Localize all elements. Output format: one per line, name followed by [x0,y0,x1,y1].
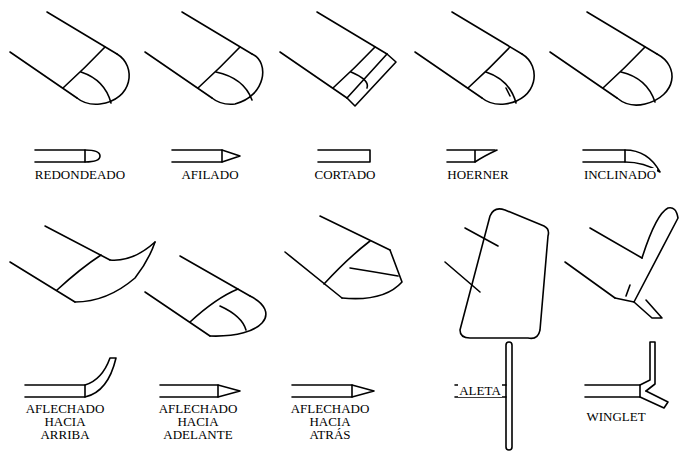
wingtip-label: AFLECHADO HACIA ADELANTE [158,402,239,441]
wingtip-label: REDONDEADO [34,168,126,181]
winglet-tip-line [634,300,662,318]
cut-tip [280,12,396,106]
swept-forward-section [160,385,240,397]
rounded-tip-line [47,12,117,54]
rounded-tip-line [77,54,129,104]
rounded-section [35,150,100,162]
sharp-section-line [172,150,222,162]
drooped-tip-line [621,72,655,102]
swept-back-section [292,385,374,397]
hoerner-section-line [447,150,495,162]
winglet-tip-line [615,208,678,302]
cut-tip-line [333,47,375,88]
endplate-tip [445,209,549,338]
swept-up-section-line [25,385,85,397]
drooped-tip-line [603,47,645,88]
endplate-section-line [506,342,512,450]
sharp-tip-line [145,52,212,98]
swept-back-section-line [352,385,374,397]
wingtip-label: CORTADO [313,168,376,181]
cut-section-line [318,150,370,162]
swept-up-tip-line [75,242,155,302]
sharp-tip [145,12,263,104]
drooped-tip-line [587,12,657,54]
hoerner-tip [415,12,534,104]
drooped-tip-line [550,52,617,98]
hoerner-section-line [475,150,497,162]
rounded-tip-line [81,72,111,103]
swept-up-section-line [85,358,116,397]
hoerner-tip-line [452,12,522,54]
swept-forward-tip-line [180,256,250,296]
rounded-section-line [35,150,85,162]
endplate-tip-line [465,228,498,246]
wingtip-label: AFILADO [180,168,239,181]
wingtip-label: HOERNER [446,168,509,181]
hoerner-tip-line [506,88,510,96]
wingtip-label: WINGLET [585,410,646,423]
wingtip-label: AFLECHADO HACIA ARRIBA [25,402,106,441]
swept-up-tip-line [57,255,101,290]
winglet-section-line [640,391,668,408]
sharp-tip-line [182,12,252,54]
winglet-tip [565,208,678,318]
rounded-tip-line [10,52,77,98]
winglet-section [585,342,668,408]
cut-tip-line [280,52,347,98]
rounded-tip [10,12,129,104]
endplate-tip-line [460,209,549,338]
hoerner-section [447,150,497,162]
swept-forward-section-line [160,385,218,397]
sharp-tip-line [216,72,252,100]
cut-tip-line [347,54,396,106]
wingtip-label: ALETA [458,384,502,397]
endplate-section-line [455,385,506,397]
swept-forward-section-line [218,385,240,397]
winglet-section-line [640,342,655,391]
drooped-tip [550,12,672,105]
swept-forward-tip-line [210,296,266,336]
cut-tip-line [351,72,367,88]
swept-up-section [25,358,116,397]
winglet-tip-line [626,285,630,296]
wingtip-label: AFLECHADO HACIA ATRÁS [290,402,371,441]
swept-back-tip-line [324,241,370,284]
sharp-tip-line [198,47,240,88]
drooped-tip-line [617,54,672,105]
drooped-section-line [583,150,625,162]
swept-forward-tip [145,256,266,336]
swept-forward-tip-line [220,306,246,330]
sharp-tip-line [212,54,263,104]
winglet-tip-line [590,228,642,258]
hoerner-tip-line [486,72,516,103]
swept-back-tip [285,216,402,299]
sharp-section [172,150,240,162]
hoerner-tip-line [415,52,482,98]
swept-back-section-line [292,385,352,397]
cut-tip-line [347,54,387,98]
swept-forward-tip-line [190,289,238,322]
swept-back-tip-line [350,268,398,276]
endplate-section [455,342,512,450]
winglet-section-line [585,385,640,397]
rounded-section-line [85,150,100,162]
swept-up-tip [10,226,155,302]
sharp-section-line [222,150,240,162]
hoerner-tip-line [482,54,534,104]
cut-tip-line [317,12,387,54]
winglet-tip-line [565,262,615,298]
wingtip-label: INCLINADO [583,168,657,181]
cut-section [318,150,370,162]
swept-back-tip-line [320,216,390,250]
